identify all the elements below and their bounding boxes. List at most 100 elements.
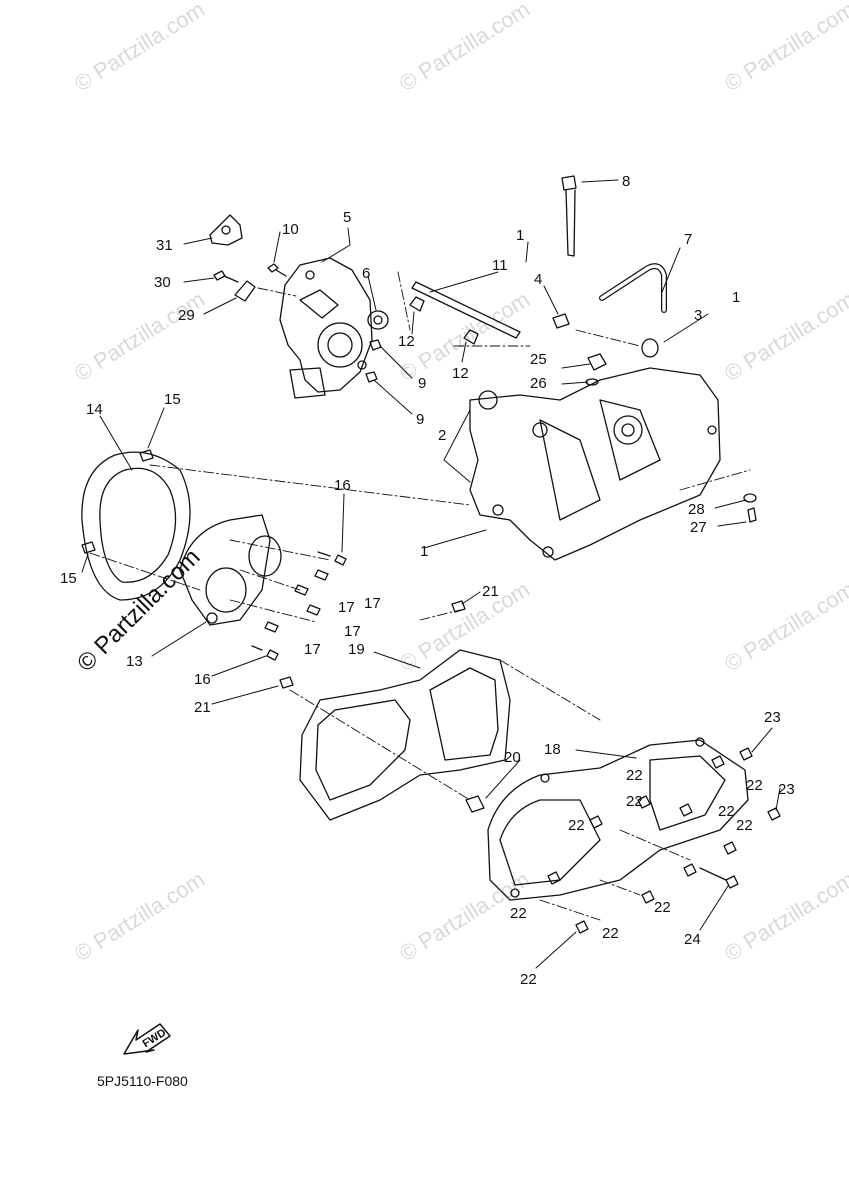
part-15-dowel [139,449,154,462]
part-22-bolt [679,803,693,817]
callout-20: 20 [504,749,521,766]
part-21-dowel [451,600,466,613]
callout-11: 11 [492,257,508,274]
part-9-dowel [365,371,378,383]
assembly-lines [89,271,751,921]
callout-6: 6 [362,265,370,282]
callout-22: 22 [626,793,643,810]
part-8-band [561,175,577,257]
part-22-bolt [589,815,603,829]
callout-26: 26 [530,375,547,392]
part-29-bracket [234,280,256,302]
callout-2: 2 [438,427,446,444]
leader-lines [81,179,781,969]
callout-22: 22 [520,971,537,988]
callout-22: 22 [746,777,763,794]
callout-15: 15 [60,570,77,587]
callout-18: 18 [544,741,561,758]
callout-8: 8 [622,173,630,190]
callout-4: 4 [534,271,542,288]
callout-1: 1 [516,227,524,244]
part-12-clip [463,329,479,345]
part-13-cover [179,514,282,626]
callout-9: 9 [418,375,426,392]
part-17-bolt [294,584,309,596]
callout-31: 31 [156,237,173,254]
part-22-bolt [641,890,655,904]
callout-1: 1 [732,289,740,306]
part-6-bearing [367,310,389,330]
part-3-bush [641,338,659,358]
part-22-bolt [637,795,651,809]
part-20-dowel [465,795,485,813]
part-5-housing [279,257,373,399]
callout-30: 30 [154,274,171,291]
part-14-gasket [81,451,191,601]
callout-19: 19 [348,641,365,658]
callout-1: 1 [420,543,428,560]
part-22-bolt [711,755,725,769]
part-17-bolt [314,569,329,581]
callout-14: 14 [86,401,103,418]
callout-17: 17 [344,623,361,640]
part-22-bolt [683,863,697,877]
callout-12: 12 [398,333,415,350]
part-28-washer [743,493,757,503]
callout-23: 23 [764,709,781,726]
callout-16: 16 [334,477,351,494]
callout-21: 21 [194,699,211,716]
part-22-bolt [575,920,589,934]
part-4-fitting [552,313,570,329]
callout-21: 21 [482,583,499,600]
callouts: 8 31 10 5 1 7 6 11 4 30 1 29 3 12 25 12 … [60,173,795,988]
part-1-crankcase [469,367,721,561]
callout-17: 17 [338,599,355,616]
part-15-dowel [81,541,96,554]
callout-22: 22 [736,817,753,834]
callout-12: 12 [452,365,469,382]
part-17-bolt [264,621,279,633]
part-25-plug [587,353,607,371]
part-18-cover [487,737,749,901]
callout-22: 22 [626,767,643,784]
callout-17: 17 [304,641,321,658]
callout-10: 10 [282,221,299,238]
part-21-dowel [279,676,294,689]
callout-24: 24 [684,931,701,948]
part-23-bolt [767,807,781,821]
callout-7: 7 [684,231,692,248]
figure-code: 5PJ5110-F080 [97,1073,188,1089]
part-24-bolt [699,867,739,889]
callout-22: 22 [510,905,527,922]
callout-22: 22 [568,817,585,834]
callout-22: 22 [602,925,619,942]
part-12-clip [409,296,425,312]
part-7-hose [599,263,667,313]
callout-27: 27 [690,519,707,536]
callout-25: 25 [530,351,547,368]
callout-13: 13 [126,653,143,670]
part-30-screw [213,270,239,283]
callout-9: 9 [416,411,424,428]
part-22-bolt [723,841,737,855]
part-9-dowel [369,339,382,351]
callout-28: 28 [688,501,705,518]
callout-23: 23 [778,781,795,798]
callout-22: 22 [718,803,735,820]
callout-3: 3 [694,307,702,324]
callout-29: 29 [178,307,195,324]
callout-16: 16 [194,671,211,688]
callout-5: 5 [343,209,351,226]
callout-15: 15 [164,391,181,408]
part-16-bolt [317,551,347,566]
callout-22: 22 [654,899,671,916]
part-11-shaft [411,281,521,339]
part-22-bolt [547,871,561,885]
part-27-bolt [747,507,757,523]
part-31-plate [209,214,243,246]
part-16-bolt [251,645,279,661]
part-17-bolt [306,604,321,616]
part-19-gasket [299,649,511,821]
fwd-arrow-icon: FWD [120,1010,182,1065]
